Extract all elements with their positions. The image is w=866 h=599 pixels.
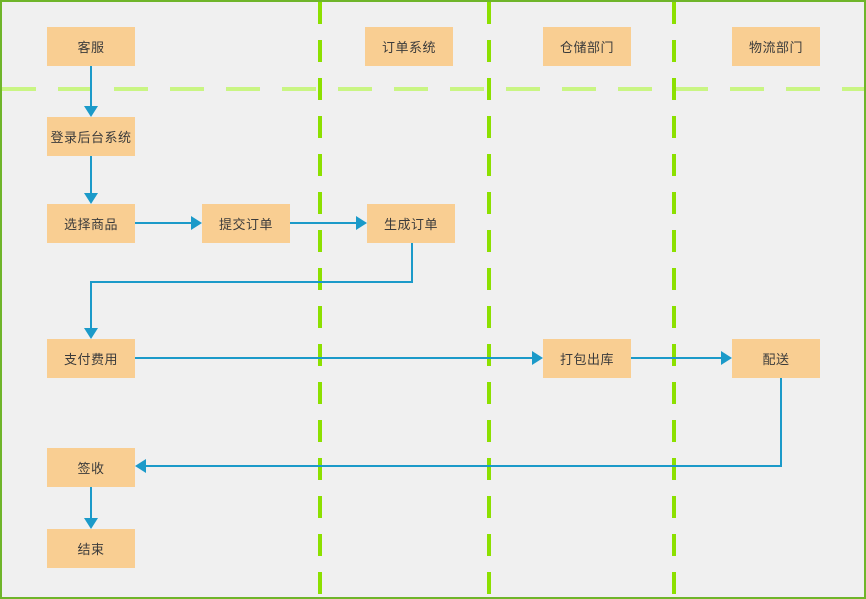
arrowhead-submit-order-to-create-order	[356, 216, 367, 230]
arrowhead-delivery-to-receive	[135, 459, 146, 473]
arrowhead-pay-fee-to-pack-ship	[532, 351, 543, 365]
node-create-order[interactable]: 生成订单	[367, 204, 455, 243]
edge-create-order-down	[411, 243, 413, 283]
node-delivery[interactable]: 配送	[732, 339, 820, 378]
edge-submit-order-to-create-order	[290, 222, 358, 224]
edge-pay-fee-to-pack-ship	[135, 357, 534, 359]
node-end[interactable]: 结束	[47, 529, 135, 568]
node-login[interactable]: 登录后台系统	[47, 117, 135, 156]
node-select-goods[interactable]: 选择商品	[47, 204, 135, 243]
lane-divider-3	[672, 2, 676, 597]
lane-divider-2	[487, 2, 491, 597]
arrowhead-header-to-login	[84, 106, 98, 117]
edge-create-order-left	[91, 281, 413, 283]
arrowhead-create-order-to-pay-fee	[84, 328, 98, 339]
edge-receive-to-end	[90, 487, 92, 525]
arrowhead-pack-ship-to-delivery	[721, 351, 732, 365]
lane-header-divider	[2, 87, 864, 91]
edge-select-goods-to-submit-order	[135, 222, 193, 224]
node-pack-ship[interactable]: 打包出库	[543, 339, 631, 378]
lane-header-order-system[interactable]: 订单系统	[365, 27, 453, 66]
arrowhead-login-to-select-goods	[84, 193, 98, 204]
lane-divider-1	[318, 2, 322, 597]
edge-header-to-login	[90, 66, 92, 110]
lane-header-logistics[interactable]: 物流部门	[732, 27, 820, 66]
edge-create-order-to-pay-fee	[90, 281, 92, 331]
lane-header-customer-service[interactable]: 客服	[47, 27, 135, 66]
edge-delivery-down	[780, 378, 782, 466]
edge-login-to-select-goods	[90, 156, 92, 200]
arrowhead-select-goods-to-submit-order	[191, 216, 202, 230]
edge-delivery-to-receive	[146, 465, 782, 467]
node-receive[interactable]: 签收	[47, 448, 135, 487]
node-submit-order[interactable]: 提交订单	[202, 204, 290, 243]
edge-pack-ship-to-delivery	[631, 357, 723, 359]
arrowhead-receive-to-end	[84, 518, 98, 529]
lane-header-warehouse[interactable]: 仓储部门	[543, 27, 631, 66]
node-pay-fee[interactable]: 支付费用	[47, 339, 135, 378]
